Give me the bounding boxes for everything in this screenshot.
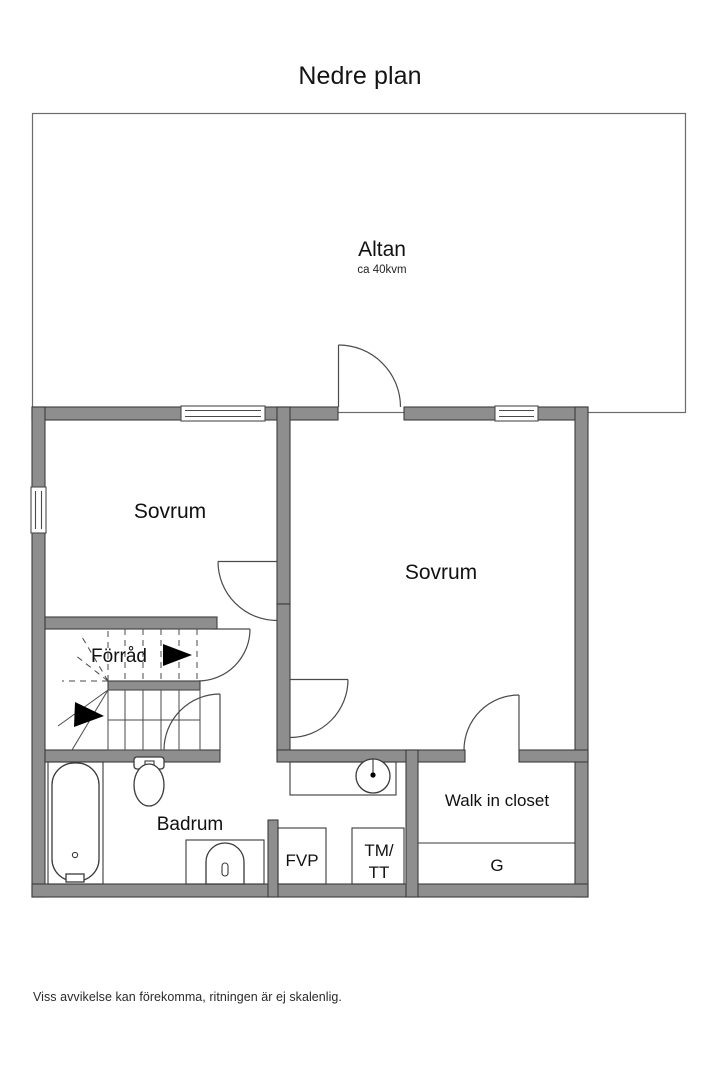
forrad-direction-arrow (163, 644, 192, 666)
wall-nib-fvp-left (267, 819, 279, 898)
wall-exterior-left (31, 406, 46, 898)
room-label-walk-in-closet: Walk in closet (445, 791, 550, 810)
walls-group (31, 406, 589, 898)
wall-interior-above-badrum (44, 749, 221, 763)
door-swing-arc (217, 561, 278, 622)
window-frame (30, 486, 47, 534)
door-swing-arc (197, 628, 251, 682)
door-swing-arc (163, 693, 221, 751)
sink-badrum (185, 839, 265, 885)
bathtub-alcove (47, 761, 104, 885)
room-label-sovrum-right: Sovrum (405, 561, 477, 584)
wc-drain (370, 772, 376, 778)
door-walk-in-closet (463, 694, 520, 751)
stair-landing-divider (107, 680, 201, 691)
doors-group (163, 344, 520, 751)
toilet (133, 756, 165, 807)
wc-counter (289, 761, 397, 796)
altan-label: Altan (358, 238, 406, 261)
bathtub-basin (51, 762, 100, 882)
door-badrum (163, 693, 221, 751)
window-left-wall (30, 486, 47, 534)
stair-winder-dashed (74, 654, 109, 682)
stair-direction-arrow (74, 702, 104, 727)
altan-area: Altan ca 40kvm (31, 112, 687, 414)
label-tm-tt-line2: TT (369, 863, 390, 882)
stair-winder-dashed (81, 636, 109, 682)
wall-exterior-bottom (31, 883, 589, 898)
door-swing-arc (289, 679, 349, 739)
window-top-left (180, 405, 266, 422)
door-swing-arc (338, 344, 402, 408)
wall-interior-sovrum-forrad (44, 616, 218, 630)
sink-faucet (221, 862, 229, 877)
altan-area-label: ca 40kvm (357, 264, 406, 276)
door-sovrum-right (289, 678, 349, 739)
fvp-box (277, 827, 327, 885)
label-fvp: FVP (285, 851, 318, 870)
room-label-badrum: Badrum (157, 814, 224, 835)
window-top-right (494, 405, 539, 422)
door-swing-arc (463, 694, 520, 751)
room-labels: Sovrum Sovrum Förråd Badrum Walk in clos… (91, 500, 549, 882)
toilet-bowl (133, 763, 165, 807)
staircase (57, 629, 201, 751)
disclaimer-text: Viss avvikelse kan förekomma, ritningen … (33, 990, 342, 1004)
door-forrad (197, 628, 251, 682)
wall-exterior-right (574, 406, 589, 898)
bathtub-tap (65, 873, 85, 883)
wall-interior-wc-closet (405, 749, 419, 898)
door-sovrum-left (217, 560, 278, 622)
room-label-sovrum-left: Sovrum (134, 500, 206, 523)
window-frame (494, 405, 539, 422)
tm-tt-box (351, 827, 405, 885)
room-label-forrad: Förråd (91, 646, 147, 667)
wall-interior-above-closet (518, 749, 589, 763)
bathtub (47, 761, 104, 885)
label-tm-tt-line1: TM/ (364, 841, 394, 860)
windows-group (30, 405, 539, 534)
bathtub-drain (71, 851, 79, 859)
altan-outline (31, 112, 687, 414)
label-garderob: G (490, 856, 503, 875)
utility-boxes (277, 827, 575, 885)
wall-interior-vertical-upper (276, 406, 291, 605)
bathroom-fixtures (47, 756, 397, 885)
wall-interior-vertical-lower (276, 603, 291, 751)
window-frame (180, 405, 266, 422)
sink-wc (289, 758, 397, 796)
page-title: Nedre plan (298, 62, 422, 90)
door-to-altan (337, 344, 402, 408)
